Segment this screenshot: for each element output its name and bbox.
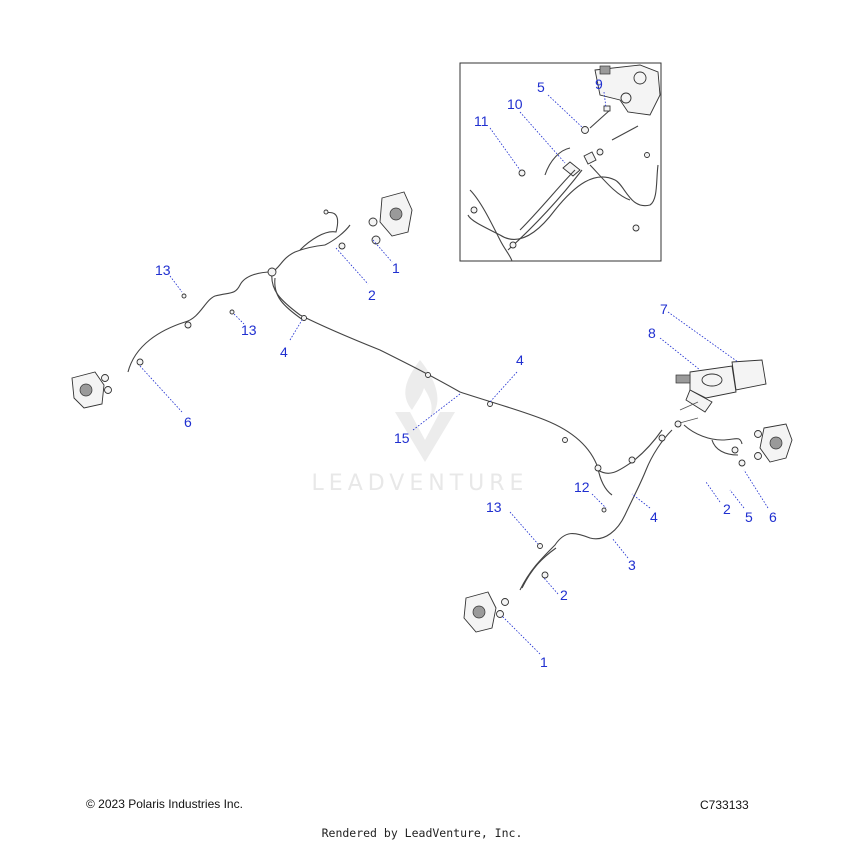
inset-detail: 11 10 5 9 [459, 62, 662, 262]
brake-lines [127, 209, 746, 591]
callout-15: 15 [394, 430, 410, 446]
inset-callout-10: 10 [507, 96, 523, 112]
watermark-flame-icon [405, 360, 438, 418]
master-cylinder [674, 359, 767, 428]
callout-2-bottom: 2 [560, 587, 568, 603]
callout-12: 12 [574, 479, 590, 495]
caliper-left [71, 371, 112, 409]
caliper-rear-upper [368, 191, 413, 245]
callout-5-right: 5 [745, 509, 753, 525]
callout-6-right: 6 [769, 509, 777, 525]
callout-3: 3 [628, 557, 636, 573]
callout-6-left: 6 [184, 414, 192, 430]
callout-2-rear: 2 [368, 287, 376, 303]
inset-callout-9: 9 [595, 76, 603, 92]
callout-1-rear: 1 [392, 260, 400, 276]
callout-4-center: 4 [516, 352, 524, 368]
callout-8: 8 [648, 325, 656, 341]
callout-4-left: 4 [280, 344, 288, 360]
callout-7: 7 [660, 301, 668, 317]
watermark-v-icon [395, 412, 455, 462]
callouts: 1 2 13 13 4 6 4 15 7 8 12 4 2 5 6 13 3 2… [155, 260, 777, 670]
caliper-bottom [463, 591, 509, 633]
watermark-text: LEADVENTURE [312, 471, 529, 496]
inset-callout-11: 11 [474, 113, 489, 129]
callout-2-right: 2 [723, 501, 731, 517]
callout-1-bottom: 1 [540, 654, 548, 670]
callout-13-top: 13 [155, 262, 171, 278]
copyright-text: © 2023 Polaris Industries Inc. [86, 797, 243, 811]
callout-13-bottom: 13 [486, 499, 502, 515]
rendered-by-text: Rendered by LeadVenture, Inc. [321, 826, 523, 840]
callout-13-mid: 13 [241, 322, 257, 338]
figure-code: C733133 [700, 798, 749, 812]
inset-callout-5: 5 [537, 79, 545, 95]
caliper-right [754, 423, 793, 463]
callout-4-right: 4 [650, 509, 658, 525]
leader-lines [139, 239, 769, 655]
watermark: LEADVENTURE [312, 360, 529, 496]
